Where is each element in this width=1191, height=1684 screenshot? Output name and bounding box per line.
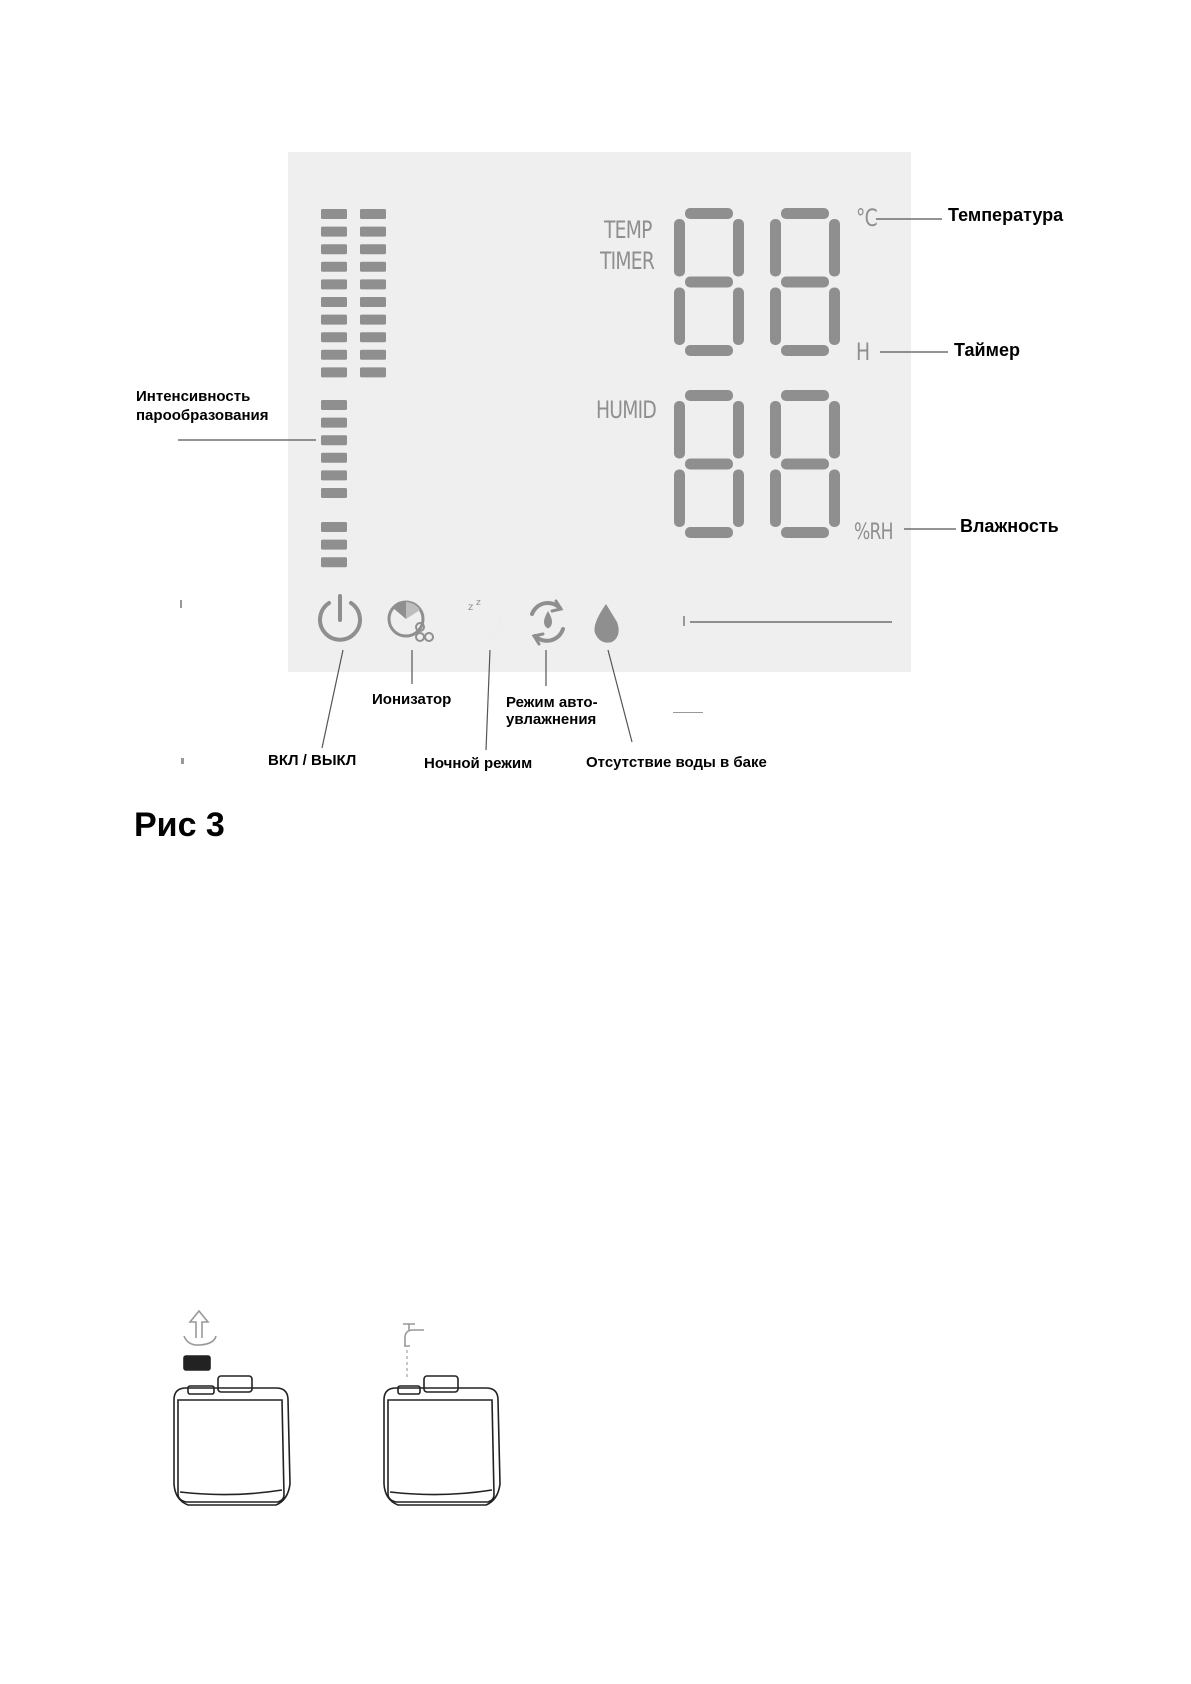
- intensity-bar-left: [321, 332, 347, 343]
- intensity-bar-left: [321, 417, 347, 428]
- segment-top-left: [674, 219, 685, 277]
- power-callout: ВКЛ / ВЫКЛ: [268, 752, 357, 769]
- segment-bottom-right: [829, 287, 840, 345]
- intensity-bar-left: [321, 435, 347, 446]
- intensity-callout-line2: парообразования: [136, 407, 269, 424]
- intensity-bar-right: [360, 209, 386, 219]
- figure-caption: Рис 3: [134, 806, 225, 844]
- humidity-callout: Влажность: [960, 516, 1059, 536]
- intensity-bar-left: [321, 349, 347, 360]
- night-leader-line: [485, 649, 491, 751]
- ionizer-icon: [387, 600, 434, 642]
- segment-bottom: [781, 345, 829, 356]
- segment-bottom: [781, 527, 829, 538]
- segment-top-right: [829, 219, 840, 277]
- intensity-bar-left: [321, 557, 347, 568]
- no-water-leader-line: [607, 649, 633, 743]
- intensity-bar-right: [360, 226, 386, 237]
- segment-bottom-left: [674, 287, 685, 345]
- segment-top-right: [829, 401, 840, 459]
- intensity-bar-left: [321, 209, 347, 219]
- intensity-callout-line1: Интенсивность: [136, 388, 251, 405]
- hours-unit-label: H: [856, 338, 870, 366]
- timer-label: TIMER: [600, 247, 655, 275]
- auto-humidify-callout-line1: Режим авто-: [506, 694, 598, 711]
- segment-top-left: [770, 219, 781, 277]
- intensity-bar-left: [321, 539, 347, 550]
- segment-bottom: [685, 345, 733, 356]
- segment-top-right: [733, 219, 744, 277]
- segment-middle: [781, 458, 829, 470]
- segment-bottom-left: [674, 469, 685, 527]
- rotate-arrow-icon: [183, 1335, 217, 1346]
- segment-bottom-left: [770, 287, 781, 345]
- intensity-bar-left: [321, 314, 347, 325]
- lcd-display-panel: [288, 152, 911, 672]
- segment-top-right: [733, 401, 744, 459]
- segment-bottom-right: [829, 469, 840, 527]
- intensity-bar-right: [360, 367, 386, 378]
- water-drop-icon: [594, 604, 619, 643]
- intensity-bar-right: [360, 261, 386, 272]
- intensity-bar-right: [360, 279, 386, 290]
- svg-text:z: z: [468, 602, 473, 613]
- segment-top: [685, 208, 733, 219]
- intensity-bar-right: [360, 244, 386, 255]
- leader-lines: [178, 218, 956, 751]
- segment-bottom-right: [733, 469, 744, 527]
- intensity-bar-left: [321, 261, 347, 272]
- intensity-bar-left: [321, 470, 347, 481]
- power-leader-line: [321, 649, 344, 749]
- intensity-bar-right: [360, 332, 386, 343]
- scan-specks: [180, 600, 703, 764]
- night-mode-icon: z z: [466, 598, 500, 642]
- humid-label: HUMID: [596, 396, 657, 424]
- intensity-bar-left: [321, 488, 347, 498]
- tank-refill-illustration: [383, 1323, 501, 1506]
- celsius-unit-label: °C: [856, 204, 878, 232]
- segment-top-left: [674, 401, 685, 459]
- segment-middle: [685, 276, 733, 288]
- intensity-bar-segments: [321, 209, 386, 568]
- segment-middle: [781, 276, 829, 288]
- power-icon: [318, 594, 362, 642]
- intensity-bar-left: [321, 297, 347, 307]
- svg-text:z: z: [476, 598, 481, 608]
- intensity-bar-left: [321, 244, 347, 255]
- rh-unit-label: %RH: [854, 520, 894, 545]
- intensity-bar-left: [321, 367, 347, 378]
- seven-segment-digits: [674, 208, 840, 538]
- segment-top-left: [770, 401, 781, 459]
- faucet-icon: [403, 1323, 424, 1347]
- intensity-bar-right: [360, 314, 386, 325]
- segment-top: [685, 390, 733, 401]
- auto-humidify-callout-line2: увлажнения: [506, 711, 597, 728]
- intensity-bar-left: [321, 522, 347, 532]
- night-mode-callout: Ночной режим: [424, 755, 533, 772]
- ionizer-callout: Ионизатор: [372, 691, 452, 708]
- segment-bottom-right: [733, 287, 744, 345]
- intensity-bar-right: [360, 297, 386, 307]
- intensity-bar-left: [321, 226, 347, 237]
- no-water-callout: Отсутствие воды в баке: [586, 754, 767, 771]
- timer-callout: Таймер: [954, 340, 1020, 360]
- temp-label: TEMP: [604, 216, 652, 244]
- segment-top: [781, 208, 829, 219]
- segment-top: [781, 390, 829, 401]
- segment-bottom: [685, 527, 733, 538]
- intensity-bar-left: [321, 452, 347, 463]
- tank-cap-removal-illustration: [173, 1309, 291, 1506]
- intensity-bar-right: [360, 349, 386, 360]
- segment-bottom-left: [770, 469, 781, 527]
- intensity-bar-left: [321, 279, 347, 290]
- auto-humidify-icon: [530, 599, 565, 646]
- temperature-callout: Температура: [948, 205, 1064, 225]
- intensity-bar-left: [321, 400, 347, 410]
- segment-middle: [685, 458, 733, 470]
